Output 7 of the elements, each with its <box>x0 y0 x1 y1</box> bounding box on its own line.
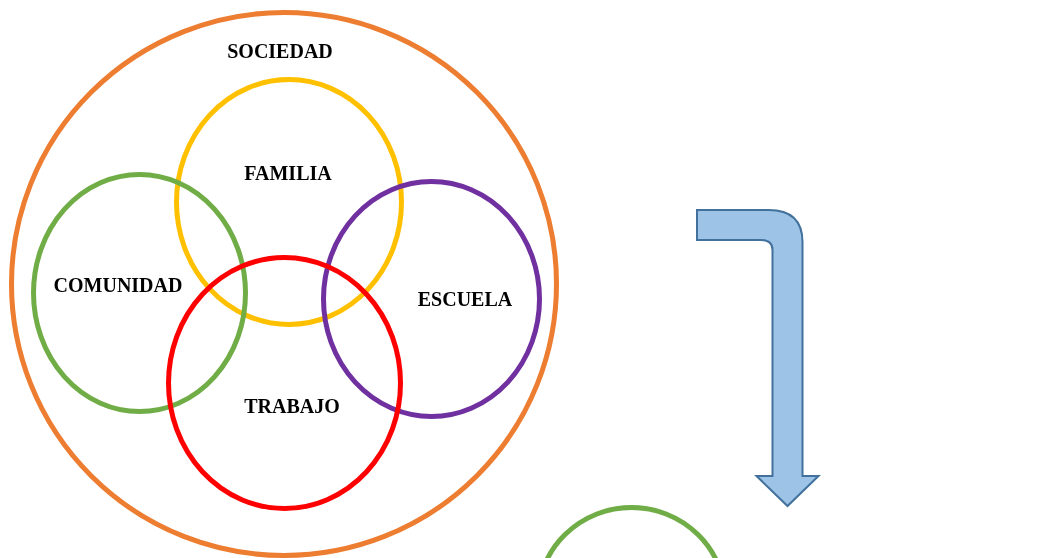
bent-block-arrow <box>696 209 820 507</box>
node-label: FAMILIA <box>244 163 332 183</box>
node-label: COMUNIDAD <box>53 275 183 295</box>
node-label: ESCUELA <box>417 289 513 309</box>
node-label: SOCIEDAD <box>227 41 333 61</box>
node-label: TRABAJO <box>244 396 340 416</box>
ellipse-node <box>9 10 559 558</box>
